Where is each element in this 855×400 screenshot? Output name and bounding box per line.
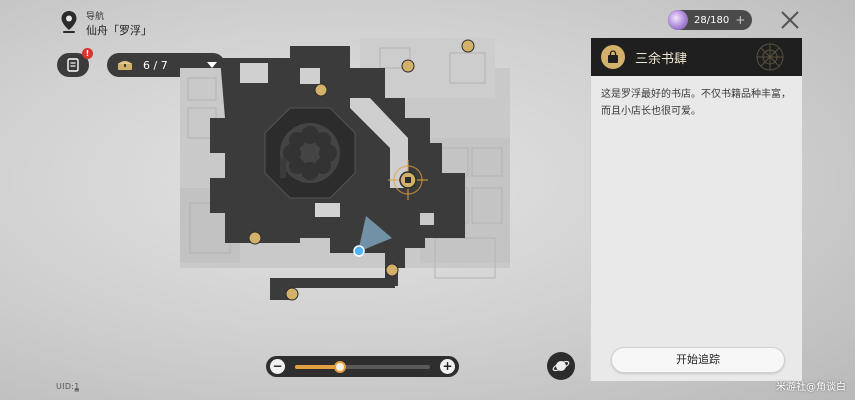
close-button[interactable] (779, 9, 801, 31)
area-map[interactable] (180, 38, 510, 303)
zoom-track[interactable] (295, 360, 430, 373)
zoom-handle[interactable] (333, 360, 346, 373)
zoom-slider[interactable]: − + (266, 356, 459, 377)
alert-badge: ! (82, 48, 93, 59)
close-icon (781, 11, 799, 29)
start-tracking-button[interactable]: 开始追踪 (611, 347, 785, 373)
chevron-down-icon (207, 62, 217, 68)
player-uid: UID:1̳̳̳̳̳̳̳̳ (56, 382, 80, 391)
zoom-fill (295, 364, 340, 369)
planet-icon (552, 360, 570, 372)
stamina-value: 28/180 (694, 14, 730, 26)
zoom-in-button[interactable]: + (440, 359, 455, 374)
stamina-orb-icon (668, 10, 688, 30)
mission-log-icon (67, 58, 79, 72)
world-switch-button[interactable] (547, 352, 575, 380)
watermark: 米游社@角谈白 (776, 382, 846, 393)
zoom-out-button[interactable]: − (270, 359, 285, 374)
chest-count: 6 / 7 (143, 58, 168, 72)
panel-description: 这是罗浮最好的书店。不仅书籍品种丰富，而且小店长也很可爱。 (601, 89, 791, 117)
panel-title: 三余书肆 (635, 51, 688, 67)
panel-header: 三余书肆 (591, 38, 802, 76)
location-name: 仙舟「罗浮」 (86, 24, 152, 37)
mission-log-button[interactable]: ! (57, 48, 93, 77)
trailblaze-power-counter[interactable]: 28/180 + (668, 10, 752, 30)
shopping-bag-icon (601, 45, 625, 69)
treasure-chest-icon (118, 61, 132, 70)
navigation-header: 导航 仙舟「罗浮」 (60, 10, 152, 38)
map-pin-icon (60, 10, 78, 34)
add-stamina-button[interactable]: + (735, 13, 746, 27)
navigation-label: 导航 (86, 12, 105, 22)
chest-counter-dropdown[interactable]: 6 / 7 (107, 53, 225, 77)
ornament-emblem-icon (756, 43, 784, 71)
location-info-panel: 三余书肆 这是罗浮最好的书店。不仅书籍品种丰富，而且小店长也很可爱。 开始追踪 (590, 38, 802, 381)
